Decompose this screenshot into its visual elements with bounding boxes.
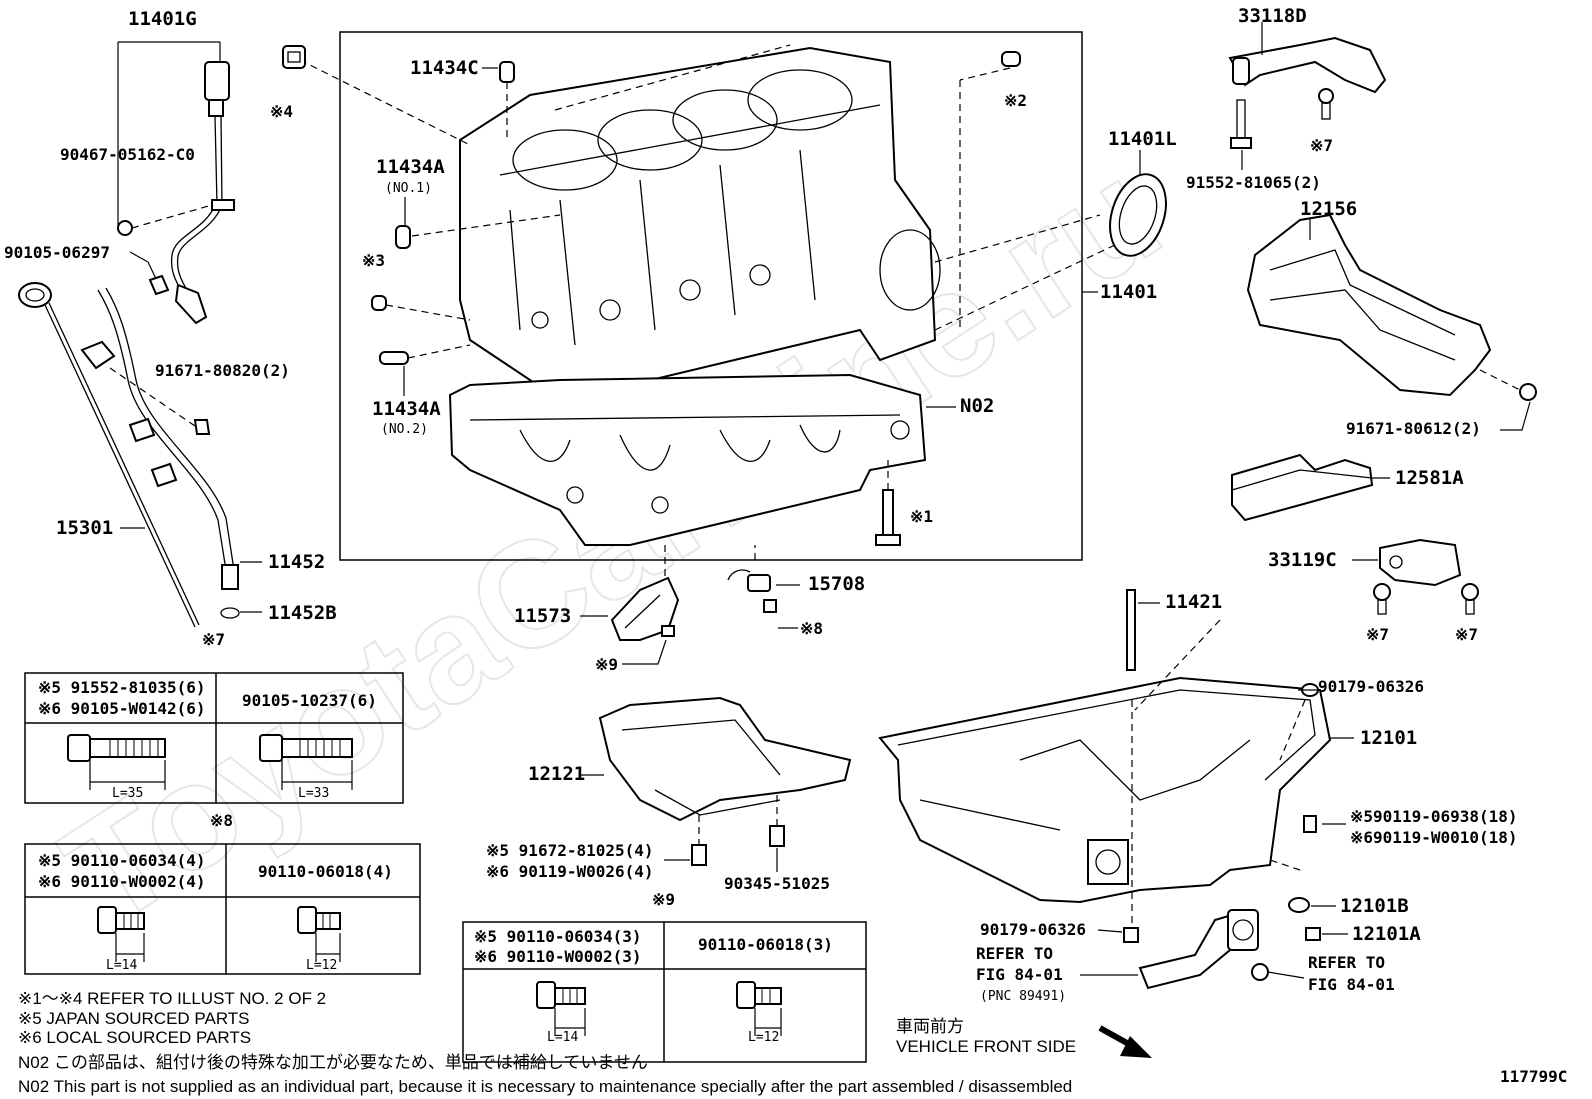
cylinder-block-drawing [299,44,1116,580]
ref-8-table: ※8 [210,811,233,830]
oil-pan-12101 [878,589,1354,943]
label-11401: 11401 [1100,281,1157,303]
cylinder-block-frame [339,31,1083,561]
baffle-11573 [580,576,680,641]
label-90105-06297: 90105-06297 [4,243,110,262]
label-11573: 11573 [514,605,571,627]
label-12101B: 12101B [1340,895,1409,917]
table9-left-a: ※5 90110-06034(3) [474,927,642,946]
ref-7-b: ※7 [1310,136,1333,155]
ref-7-c: ※7 [1366,625,1389,644]
label-90119-W0026: ※6 90119-W0026(4) [486,862,654,881]
table8-left-b: ※6 90110-W0002(4) [38,872,206,891]
note-n02-english: N02 This part is not supplied as an indi… [18,1077,1072,1096]
drain-plug-bracket [1138,909,1269,990]
label-91672-81025: ※5 91672-81025(4) [486,841,654,860]
label-11421: 11421 [1165,591,1222,613]
note-local-sourced: ※6 LOCAL SOURCED PARTS [18,1028,251,1047]
front-side-jp: 車両前方 [896,1017,964,1036]
table9-left-len: L=14 [547,1030,578,1045]
insulator-12581A [1231,453,1390,522]
ref-9: ※9 [595,655,618,674]
ref-9-table: ※9 [652,890,675,909]
label-12101A: 12101A [1352,923,1421,945]
label-11434A-no1: 11434A [376,156,445,178]
dipstick-group [18,282,262,628]
table8-left-len: L=14 [106,958,137,973]
note-n02-japanese: N02 この部品は、組付け後の特殊な加工が必要なため、単品では補給していません [18,1053,648,1072]
label-90467-05162-C0: 90467-05162-C0 [60,145,195,164]
refer-left-line3: (PNC 89491) [980,989,1066,1004]
table8-left-a: ※5 90110-06034(4) [38,851,206,870]
label-11434A-no1-sub: (NO.1) [385,181,432,196]
figure-id: 117799C [1500,1067,1567,1086]
label-11452B: 11452B [268,602,337,624]
bracket-33118D [1228,22,1387,170]
label-11401G: 11401G [128,8,197,30]
label-90119-06938: ※590119-06938(18) [1350,807,1518,826]
bracket-33119C [1352,538,1479,615]
table7-left-len: L=35 [112,786,143,801]
table7-right-len: L=33 [298,786,329,801]
label-11452: 11452 [268,551,325,573]
label-11434C: 11434C [410,57,479,79]
oil-pressure-sensor-group [117,41,235,325]
label-33119C: 33119C [1268,549,1337,571]
table7-right: 90105-10237(6) [242,691,377,710]
bolt-table-ref9 [462,921,867,1063]
label-12121: 12121 [528,763,585,785]
label-33118D: 33118D [1238,5,1307,27]
label-90119-W0010: ※690119-W0010(18) [1350,828,1518,847]
label-91671-80820: 91671-80820(2) [155,361,290,380]
label-90179-06326-a: 90179-06326 [1318,677,1424,696]
label-N02: N02 [960,395,994,417]
label-90345-51025: 90345-51025 [724,874,830,893]
refer-right-line2: FIG 84-01 [1308,975,1395,994]
refer-left-line2: FIG 84-01 [976,965,1063,984]
ref-7-a: ※7 [202,630,225,649]
ref-1: ※1 [910,507,933,526]
label-11434A-no2: 11434A [372,398,441,420]
label-91671-80612: 91671-80612(2) [1346,419,1481,438]
label-12101: 12101 [1360,727,1417,749]
oil-jet-15708 [727,569,800,613]
rear-oil-seal [1109,173,1167,257]
label-12156: 12156 [1300,198,1357,220]
table8-right-len: L=12 [306,958,337,973]
front-side-en: VEHICLE FRONT SIDE [896,1037,1076,1056]
table7-left-a: ※5 91552-81035(6) [38,678,206,697]
note-japan-sourced: ※5 JAPAN SOURCED PARTS [18,1009,250,1028]
ref-8: ※8 [800,619,823,638]
ref-3: ※3 [362,251,385,270]
oil-pan-12121 [580,696,852,866]
label-12581A: 12581A [1395,467,1464,489]
label-90179-06326-b: 90179-06326 [980,920,1086,939]
refer-left-line1: REFER TO [976,944,1053,963]
bolt-table-ref7 [24,672,404,804]
ref-7-d: ※7 [1455,625,1478,644]
table7-left-b: ※6 90105-W0142(6) [38,699,206,718]
table8-right: 90110-06018(4) [258,862,393,881]
table9-left-b: ※6 90110-W0002(3) [474,947,642,966]
label-91552-81065: 91552-81065(2) [1186,173,1321,192]
label-11401L: 11401L [1108,128,1177,150]
label-15301: 15301 [56,517,113,539]
shield-12156 [1246,213,1537,401]
ref-2: ※2 [1004,91,1027,110]
refer-right-line1: REFER TO [1308,953,1385,972]
front-direction-arrow-icon [1098,1025,1152,1058]
plug-11434-ref4 [282,45,306,69]
label-15708: 15708 [808,573,865,595]
table9-right-len: L=12 [748,1030,779,1045]
ref-4: ※4 [270,102,293,121]
note-ref1-4: ※1～※4 REFER TO ILLUST NO. 2 OF 2 [18,989,326,1008]
bolt-table-ref8 [24,843,421,975]
label-11434A-no2-sub: (NO.2) [381,422,428,437]
table9-right: 90110-06018(3) [698,935,833,954]
